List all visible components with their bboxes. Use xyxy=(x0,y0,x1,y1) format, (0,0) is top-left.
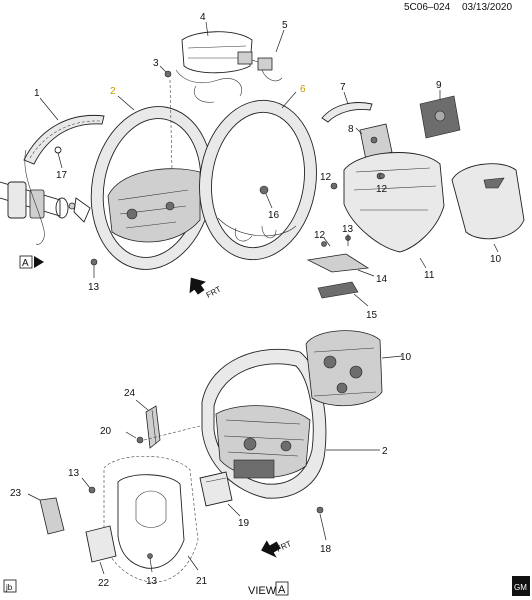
front-arrow-top: FRT xyxy=(189,277,223,300)
diagram-code: 5C06–024 xyxy=(404,2,451,13)
callout-9: 9 xyxy=(436,80,442,91)
callout-15: 15 xyxy=(366,310,378,321)
part-10-airbag-bottom xyxy=(305,330,403,407)
callout-23: 23 xyxy=(10,488,22,499)
callout-7: 7 xyxy=(340,82,346,93)
part-4-clockspring-harness xyxy=(159,21,285,171)
part-7-trim-strip xyxy=(321,91,373,123)
bolt-13-a xyxy=(90,258,98,278)
view-letter: A xyxy=(278,584,286,596)
callout-17: 17 xyxy=(56,170,68,181)
part-22-switch xyxy=(85,525,117,575)
callout-16: 16 xyxy=(268,210,280,221)
part-15-connector xyxy=(317,281,369,307)
part-20-screw xyxy=(125,425,201,444)
callout-3: 3 xyxy=(153,58,159,69)
callout-24: 24 xyxy=(124,388,136,399)
part-14-bracket xyxy=(306,253,375,277)
part-11-rear-cover xyxy=(343,152,445,269)
corner-code: jb xyxy=(5,583,13,592)
part-1-trim-arc xyxy=(23,97,105,165)
part-16-center-screw xyxy=(259,185,273,209)
callout-2-bottom: 2 xyxy=(382,446,388,457)
callout-19: 19 xyxy=(238,518,250,529)
view-a-marker: A xyxy=(22,258,29,269)
callout-1: 1 xyxy=(34,88,40,99)
callout-10-bottom: 10 xyxy=(400,352,412,363)
callout-22: 22 xyxy=(98,578,110,589)
callout-12-b: 12 xyxy=(376,184,388,195)
callout-5: 5 xyxy=(282,20,288,31)
part-19-switch xyxy=(199,471,241,517)
callout-11: 11 xyxy=(424,270,435,281)
callout-18: 18 xyxy=(320,544,332,555)
diagram-date: 03/13/2020 xyxy=(462,2,512,13)
front-label-bottom: FRT xyxy=(275,539,293,554)
part-10-airbag-top xyxy=(451,163,525,253)
front-arrow-bottom: FRT xyxy=(261,539,293,558)
callout-4: 4 xyxy=(200,12,206,23)
part-21-rear-cover xyxy=(103,455,199,583)
part-8-switch xyxy=(355,123,393,161)
steering-column xyxy=(0,146,91,245)
view-label: VIEW xyxy=(248,585,277,597)
front-label-top: FRT xyxy=(205,285,223,300)
callout-14: 14 xyxy=(376,274,388,285)
part-23-switch xyxy=(27,493,65,535)
part-6-steering-wheel-rim xyxy=(199,91,317,261)
view-a-arrow: A xyxy=(19,255,44,269)
callout-8: 8 xyxy=(348,124,354,135)
callout-13-a: 13 xyxy=(342,224,354,235)
callout-20: 20 xyxy=(100,426,112,437)
callout-10-top: 10 xyxy=(490,254,502,265)
part-18-screw xyxy=(316,506,327,541)
callout-13-c: 13 xyxy=(68,468,80,479)
part-9-switch xyxy=(419,90,461,139)
callout-2-top: 2 xyxy=(110,86,116,97)
callout-13-b: 13 xyxy=(88,282,100,293)
bolts-right-cluster xyxy=(321,173,385,247)
bolt-13-b xyxy=(81,477,96,494)
callout-12-c: 12 xyxy=(314,230,326,241)
callout-6: 6 xyxy=(300,84,306,95)
part-2-steering-wheel-top xyxy=(90,95,214,270)
gm-logo: GM xyxy=(514,583,527,592)
part-24-switch-bracket xyxy=(135,399,161,449)
callout-12-a: 12 xyxy=(320,172,332,183)
callout-21: 21 xyxy=(196,576,208,587)
part-2-steering-wheel-bottom xyxy=(201,348,380,499)
bolt-13-c xyxy=(147,553,153,573)
callout-13-d: 13 xyxy=(146,576,158,587)
